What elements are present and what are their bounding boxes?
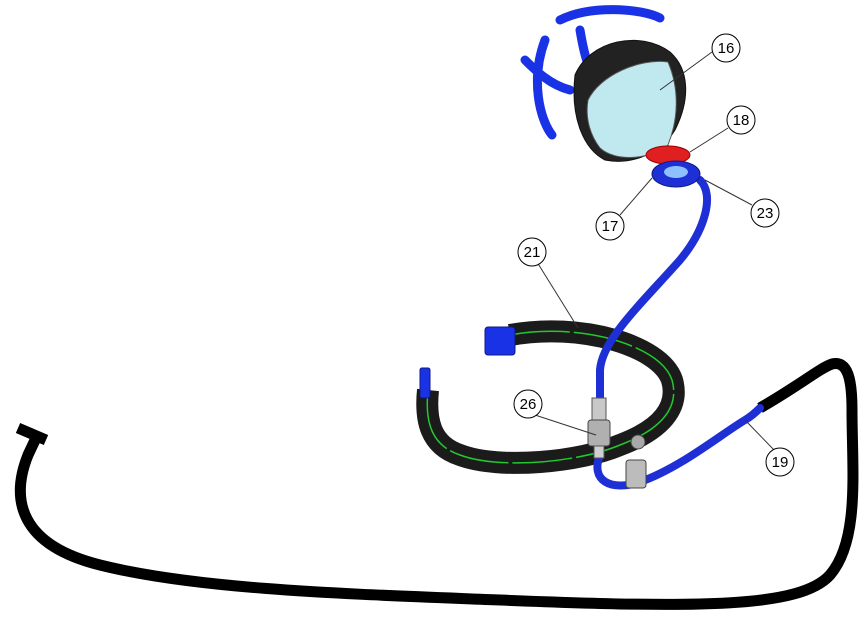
svg-text:17: 17 bbox=[602, 218, 619, 235]
callout-16: 16 bbox=[711, 33, 741, 63]
svg-text:18: 18 bbox=[733, 112, 750, 129]
belt-buckle bbox=[484, 326, 516, 356]
belt-fitting bbox=[587, 397, 647, 489]
svg-text:26: 26 bbox=[520, 396, 537, 413]
svg-text:19: 19 bbox=[772, 454, 789, 471]
full-face-mask bbox=[520, 5, 701, 188]
supply-hose bbox=[14, 358, 859, 610]
visor bbox=[586, 60, 677, 158]
svg-text:21: 21 bbox=[524, 244, 541, 261]
callout-17: 17 bbox=[595, 211, 625, 241]
waist-belt bbox=[416, 320, 685, 474]
svg-text:23: 23 bbox=[757, 205, 774, 222]
callout-21: 21 bbox=[517, 237, 547, 267]
svg-text:16: 16 bbox=[718, 40, 735, 57]
callout-26: 26 bbox=[513, 389, 543, 419]
callout-23: 23 bbox=[750, 198, 780, 228]
callout-19: 19 bbox=[765, 447, 795, 477]
leader-lines bbox=[534, 51, 777, 453]
air-hose bbox=[593, 176, 764, 490]
callout-18: 18 bbox=[726, 105, 756, 135]
